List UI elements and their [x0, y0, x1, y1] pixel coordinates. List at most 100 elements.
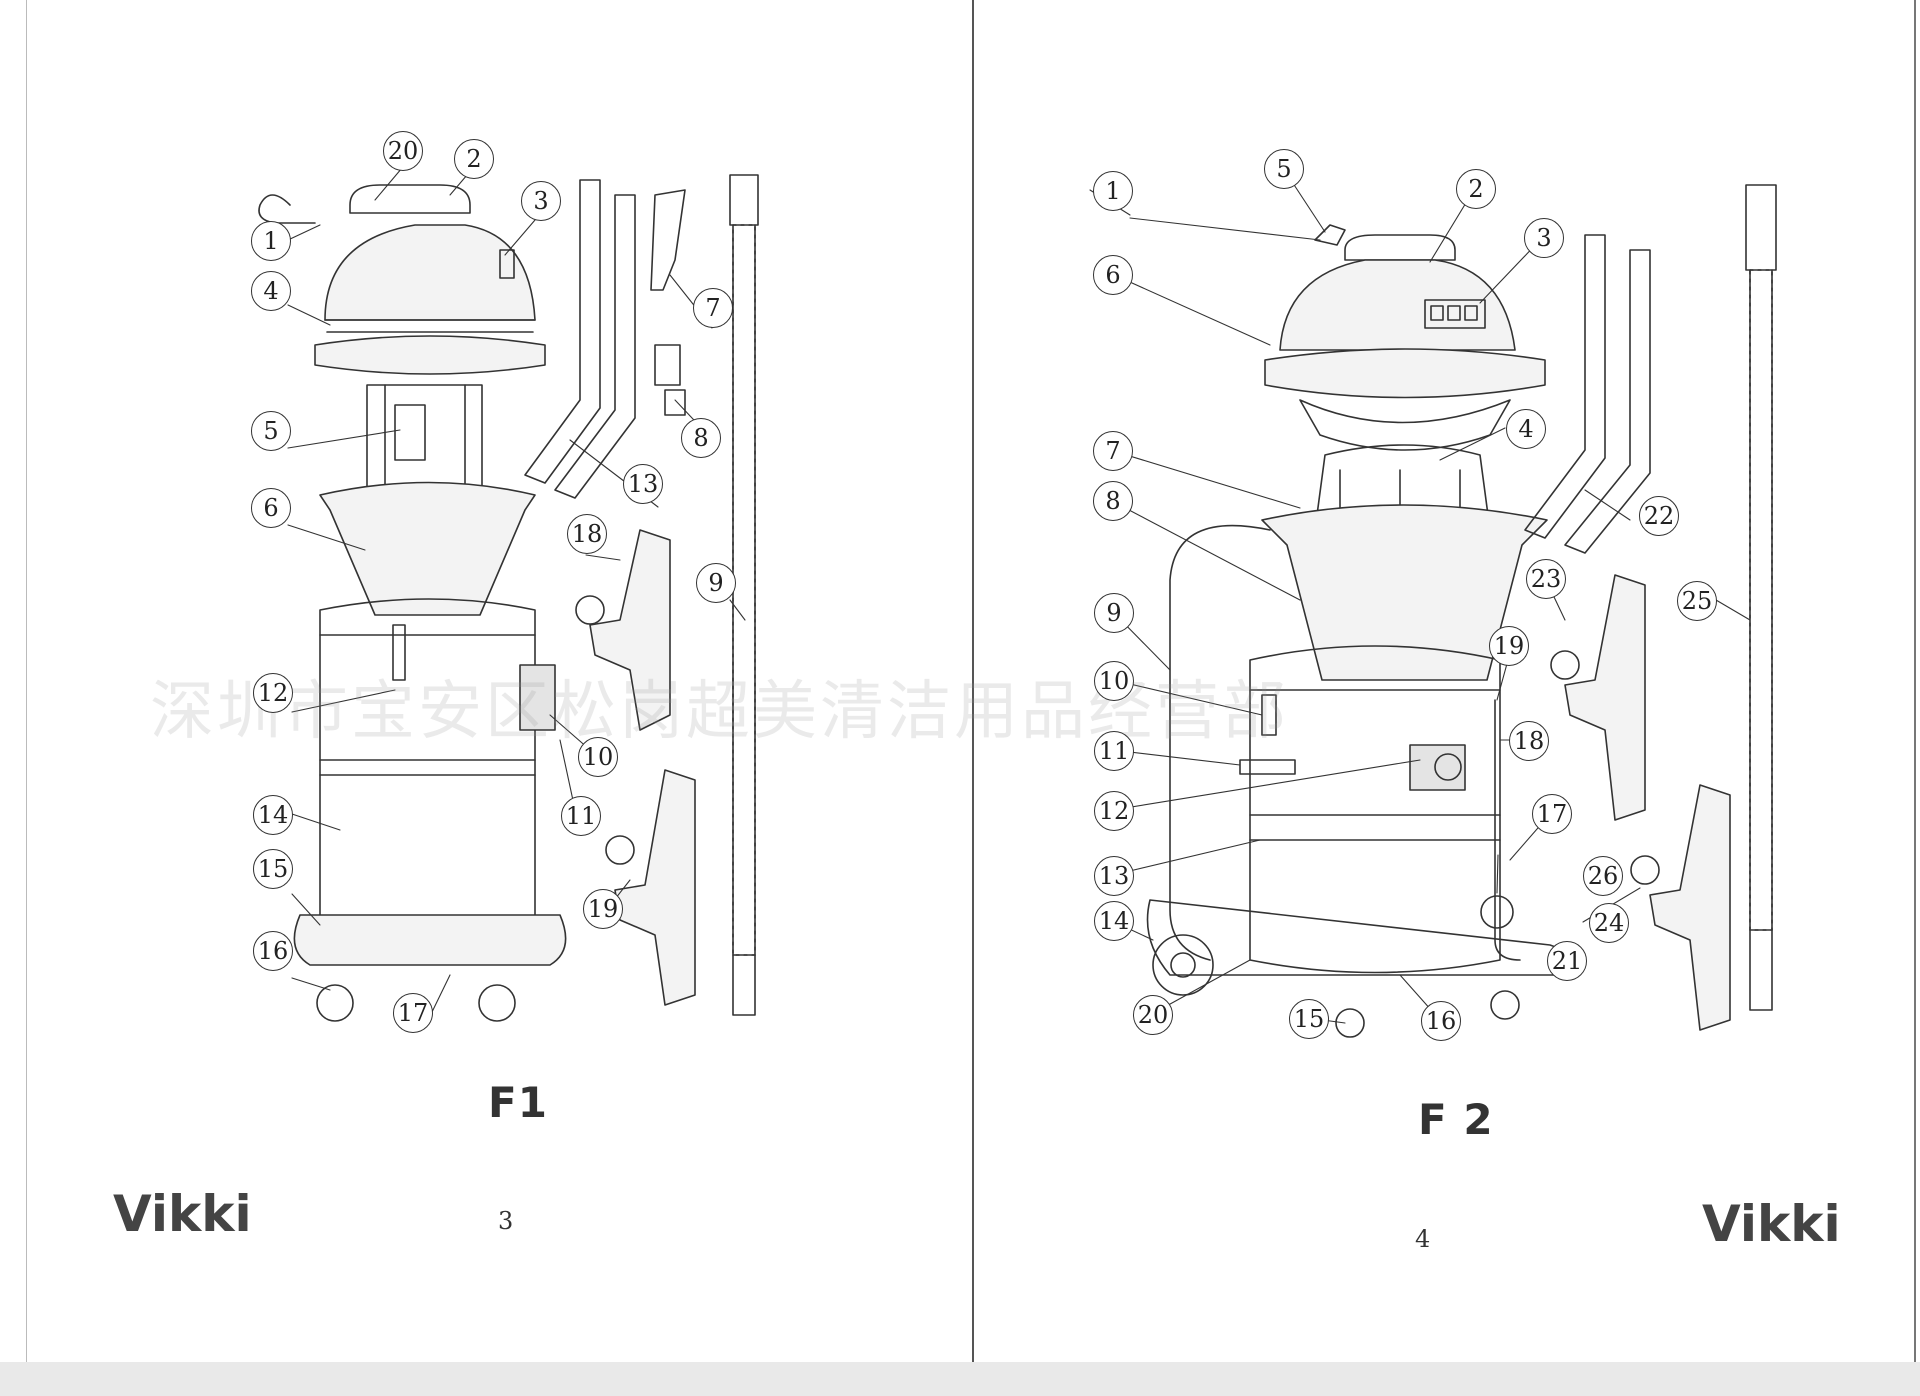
f2-frame-icon [1169, 524, 1271, 961]
f1-extension-tube-1-icon [524, 179, 601, 484]
f1-caster-left-icon [316, 984, 354, 1022]
f2-callout: 26 [1583, 856, 1623, 896]
f2-latch-icon [1314, 224, 1346, 246]
f1-power-cord-icon [258, 194, 316, 224]
f1-handle-icon [349, 184, 471, 214]
f2-callout: 3 [1524, 218, 1564, 258]
f2-callout: 13 [1094, 856, 1134, 896]
f2-tank-icon [1249, 645, 1501, 974]
page-divider [972, 0, 974, 1396]
f2-floor-tool-24-icon [1649, 784, 1731, 1031]
f1-callout: 14 [253, 795, 293, 835]
f1-callout: 11 [561, 796, 601, 836]
f2-inlet-icon [1409, 744, 1466, 791]
f1-callout: 10 [578, 737, 618, 777]
f1-callout: 2 [454, 139, 494, 179]
f2-callout: 1 [1093, 171, 1133, 211]
f2-hose-icon [1749, 269, 1773, 931]
f1-callout: 7 [693, 288, 733, 328]
f2-callout: 6 [1093, 255, 1133, 295]
f1-callout: 12 [253, 673, 293, 713]
f1-hose-icon [732, 224, 756, 956]
f1-callout: 16 [253, 931, 293, 971]
figure-label-f1: F1 [488, 1078, 548, 1127]
f2-callout: 18 [1509, 721, 1549, 761]
f1-round-brush-icon [654, 344, 681, 386]
f2-callout: 17 [1532, 794, 1572, 834]
f1-callout: 8 [681, 418, 721, 458]
f2-caster-front-icon [1335, 1008, 1365, 1038]
f2-callout: 9 [1094, 593, 1134, 633]
page-number-right: 4 [1415, 1225, 1431, 1253]
f2-motor-rim-icon [1264, 348, 1546, 399]
f2-filter-basket-icon [1261, 504, 1548, 681]
f2-extension-tube-2-icon [1564, 249, 1651, 554]
f2-callout: 2 [1456, 169, 1496, 209]
f2-callout: 11 [1094, 731, 1134, 771]
f1-callout: 15 [253, 849, 293, 889]
f1-crevice-tool-icon [650, 189, 686, 291]
page-right [974, 0, 1920, 1396]
f2-drain-hose-icon [1494, 699, 1521, 961]
page-edge-left [26, 0, 27, 1396]
f1-motor-head-icon [324, 224, 536, 321]
f2-rear-wheel-icon [1152, 934, 1214, 996]
f1-callout: 6 [251, 488, 291, 528]
f1-callout: 5 [251, 411, 291, 451]
f1-latch-icon [392, 624, 406, 681]
f2-switch-panel-icon [1424, 299, 1486, 329]
f2-callout: 4 [1506, 409, 1546, 449]
f1-extension-tube-2-icon [554, 194, 636, 499]
f2-callout: 8 [1093, 481, 1133, 521]
f1-callout: 18 [567, 514, 607, 554]
f2-callout: 23 [1526, 559, 1566, 599]
f2-drain-valve-icon [1480, 895, 1514, 929]
f2-callout: 15 [1289, 999, 1329, 1039]
f2-hose-cuff-top-icon [1745, 184, 1777, 271]
f2-callout: 25 [1677, 581, 1717, 621]
f2-callout: 24 [1589, 903, 1629, 943]
f2-vacuum-drawing [1146, 184, 1777, 1038]
f1-inlet-icon [519, 664, 556, 731]
f1-callout: 19 [583, 889, 623, 929]
f2-callout: 5 [1264, 149, 1304, 189]
page-edge-right [1914, 0, 1916, 1396]
f1-motor-rim-icon [314, 335, 546, 375]
brand-logo-left: Vikki [113, 1185, 252, 1243]
f1-floor-tool-18-icon [589, 529, 671, 731]
f1-callout: 1 [251, 221, 291, 261]
f2-callout: 22 [1639, 496, 1679, 536]
page-number-left: 3 [498, 1207, 514, 1235]
f2-hose-cuff-bottom-icon [1749, 929, 1773, 1011]
figure-label-f2: F 2 [1418, 1095, 1494, 1144]
f1-hose-cuff-top-icon [729, 174, 759, 226]
f1-callout: 17 [393, 993, 433, 1033]
f2-callout: 10 [1094, 661, 1134, 701]
f1-tank-icon [319, 598, 536, 940]
f1-callout: 13 [623, 464, 663, 504]
f2-callout: 7 [1093, 431, 1133, 471]
f1-callout: 20 [383, 131, 423, 171]
f2-base-icon [1146, 899, 1569, 976]
f1-vacuum-drawing [258, 174, 759, 1022]
brand-logo-right: Vikki [1702, 1195, 1841, 1253]
f2-caster-right-icon [1490, 990, 1520, 1020]
f2-floor-tool-23-icon [1564, 574, 1646, 821]
f1-hose-cuff-bottom-icon [732, 954, 756, 1016]
f2-callout: 12 [1094, 791, 1134, 831]
f2-callout: 20 [1133, 995, 1173, 1035]
f1-switch-icon [499, 249, 515, 279]
f1-callout: 4 [251, 271, 291, 311]
f2-motor-head-icon [1279, 259, 1516, 351]
f2-side-handle-icon [1239, 759, 1296, 775]
f1-base-icon [293, 914, 567, 966]
f2-extension-tube-1-icon [1524, 234, 1606, 539]
f1-filter-basket-icon [319, 481, 536, 616]
f1-callout: 3 [521, 181, 561, 221]
f1-caster-right-icon [478, 984, 516, 1022]
f2-handle-icon [1344, 234, 1456, 261]
f1-callout: 9 [696, 563, 736, 603]
f2-callout: 14 [1094, 901, 1134, 941]
f1-floor-tool-19-icon [614, 769, 696, 1006]
